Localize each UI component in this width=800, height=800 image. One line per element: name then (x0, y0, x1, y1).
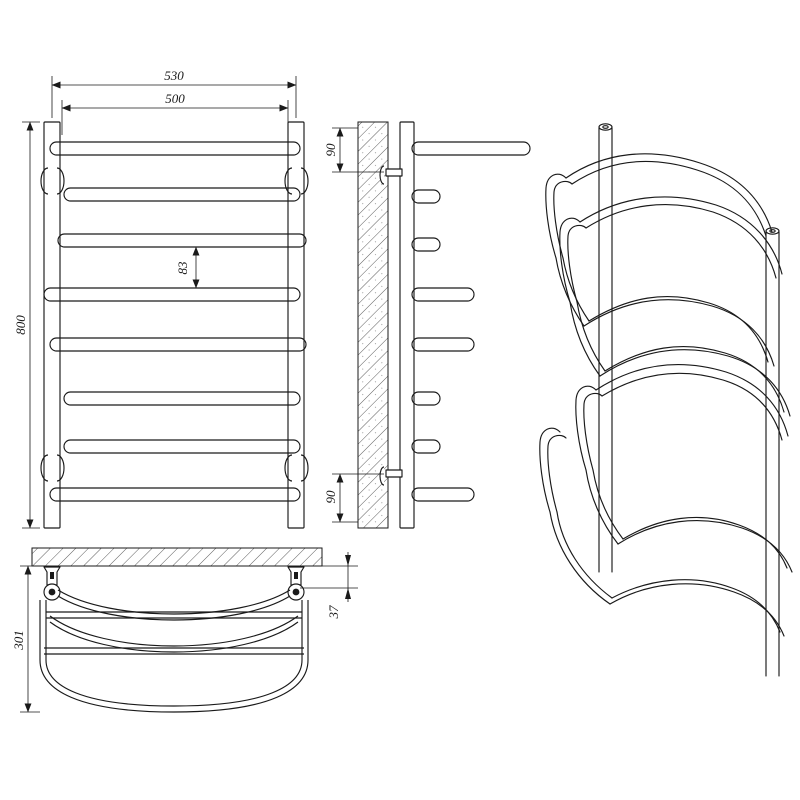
dimension-label-90-bottom: 90 (323, 490, 338, 504)
dimension-height-800 (22, 121, 40, 529)
dimension-mount-bottom-90 (332, 473, 384, 523)
plan-curved-rails (39, 589, 309, 713)
side-wall-brackets (379, 165, 403, 486)
dimension-label-500: 500 (165, 91, 185, 106)
plan-view (31, 547, 323, 713)
dimension-label-90-top: 90 (323, 143, 338, 157)
front-rungs (43, 141, 307, 502)
dimension-width-530 (51, 76, 297, 118)
side-section-view (357, 121, 531, 529)
dimension-label-37: 37 (326, 605, 341, 620)
front-left-post (43, 121, 61, 529)
dimension-depth-301 (20, 565, 40, 713)
dimension-mount-top-90 (332, 127, 384, 173)
dimension-label-301: 301 (11, 630, 26, 651)
dimension-label-83: 83 (175, 261, 190, 275)
dimension-label-530: 530 (164, 68, 184, 83)
iso-post-left (598, 123, 613, 573)
dimension-label-800: 800 (13, 315, 28, 335)
front-elevation-view (40, 121, 309, 529)
dimension-width-500 (61, 100, 289, 135)
wall-section-hatch (357, 121, 389, 529)
side-rungs (411, 141, 531, 502)
isometric-view (539, 123, 793, 677)
front-mount-bosses (40, 167, 309, 482)
iso-rails (539, 153, 793, 637)
plan-wall-hatch (31, 547, 323, 567)
front-right-post (287, 121, 305, 529)
plan-bracket-left (43, 566, 61, 601)
side-post (399, 121, 415, 529)
iso-post-right (765, 227, 780, 677)
dimension-offset-37-arrows (345, 555, 351, 599)
